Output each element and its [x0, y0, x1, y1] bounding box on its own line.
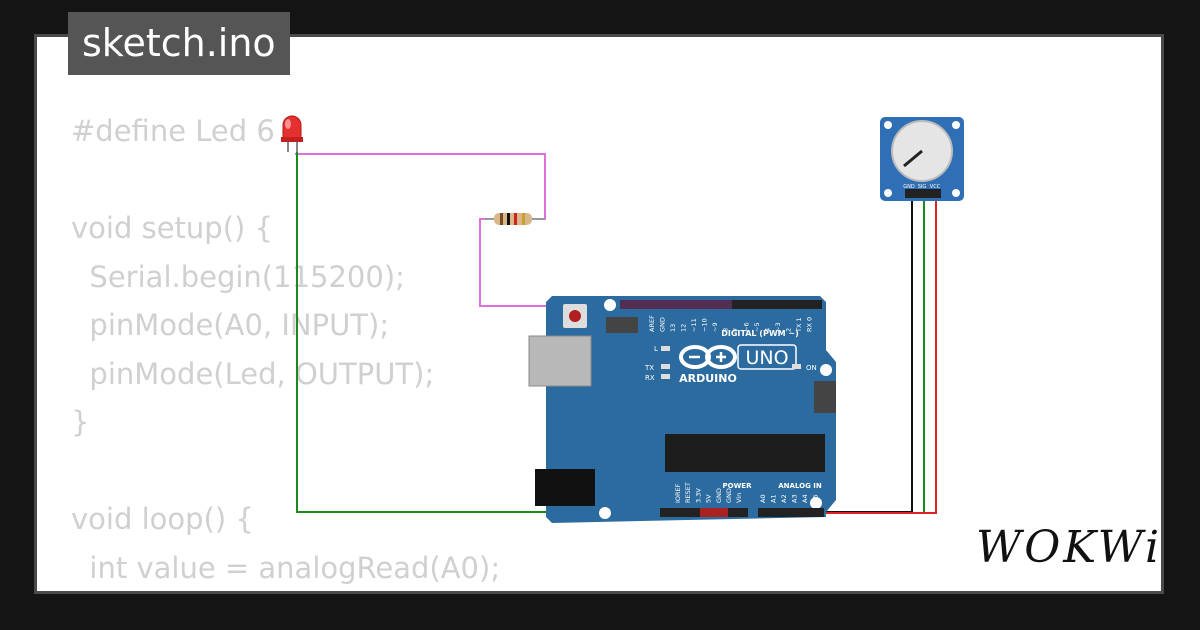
pin-label: A4	[801, 494, 809, 503]
pin-label: A2	[780, 494, 788, 503]
code-line: pinMode(A0, INPUT);	[71, 308, 390, 342]
pin-label: A3	[791, 494, 799, 503]
pin-label: ~10	[701, 318, 709, 332]
code-line: pinMode(Led, OUTPUT);	[71, 356, 435, 391]
pot-knob-indicator	[903, 149, 923, 168]
pin-label: IOREF	[674, 483, 682, 503]
pin-label: GND	[725, 488, 733, 503]
red-led[interactable]	[281, 115, 303, 152]
pin-label: 3.3V	[694, 488, 702, 503]
indicator-leds: L TX RX ON	[644, 345, 817, 382]
pin-label: ~3	[774, 322, 782, 332]
code-line: Serial.begin(115200);	[71, 259, 405, 294]
led-label-rx: RX	[645, 374, 655, 382]
pin-label: GND	[715, 488, 723, 503]
pin-label: ~6	[743, 322, 751, 332]
pin-label: GND	[659, 317, 667, 332]
pin-label: Vin	[735, 493, 743, 503]
pin-label: AREF	[648, 315, 656, 332]
led-label-l: L	[654, 345, 658, 353]
wokwi-logo: WOKWi	[976, 522, 1163, 573]
digital-header-label: DIGITAL (PWM ~)	[721, 329, 799, 338]
pot-pin-label: GND	[903, 184, 915, 190]
board-model-label: UNO	[745, 347, 788, 369]
code-line: void setup() {	[71, 211, 273, 245]
arduino-uno-board[interactable]: UNO ARDUINO DIGITAL (PWM ~) POWER ANALOG…	[528, 296, 836, 523]
analog-header-label: ANALOG IN	[778, 482, 822, 490]
pin-label: A0	[759, 494, 767, 503]
code-preview: #define Led 6 void setup() { Serial.begi…	[71, 107, 518, 591]
pin-label: 7	[732, 328, 740, 332]
pin-label: A5	[812, 494, 820, 503]
pin-label: 13	[669, 324, 677, 332]
pot-pin-label: VCC	[930, 184, 941, 190]
pin-label: 12	[680, 324, 688, 332]
pin-label: 4	[764, 328, 772, 332]
pin-label: 8	[722, 328, 730, 332]
resistor[interactable]	[485, 213, 545, 225]
usb-port	[528, 335, 592, 387]
pin-label: ~5	[753, 322, 761, 332]
power-jack	[535, 469, 595, 506]
reset-button[interactable]	[569, 310, 581, 322]
pin-label: ~9	[711, 322, 719, 332]
power-header-label: POWER	[723, 482, 753, 490]
pin-label: 2	[785, 328, 793, 332]
pin-label: RESET	[684, 482, 692, 503]
pin-label: A1	[770, 494, 778, 503]
code-line: }	[71, 405, 90, 439]
pin-label: RX 0	[806, 317, 814, 332]
pin-label: TX 1	[795, 317, 803, 333]
wire-pink-led-to-resistor	[295, 153, 546, 220]
led-label-on: ON	[806, 364, 817, 372]
wire-pink-resistor-to-pin6	[479, 218, 730, 307]
sketch-filename-tab[interactable]: sketch.ino	[68, 12, 290, 75]
pin-label: ~11	[690, 318, 698, 332]
board-brand-label: ARDUINO	[679, 372, 737, 385]
arduino-logo-icon	[679, 345, 737, 369]
code-line: #define Led 6	[71, 114, 275, 148]
potentiometer[interactable]: GND SIG VCC	[880, 117, 964, 201]
led-label-tx: TX	[644, 364, 654, 372]
pot-pin-label: SIG	[918, 184, 927, 190]
code-line: int value = analogRead(A0);	[71, 550, 501, 585]
atmega-chip	[665, 434, 825, 472]
pin-label: 5V	[705, 494, 713, 503]
code-line: void loop() {	[71, 502, 254, 536]
analog-header	[758, 508, 824, 517]
